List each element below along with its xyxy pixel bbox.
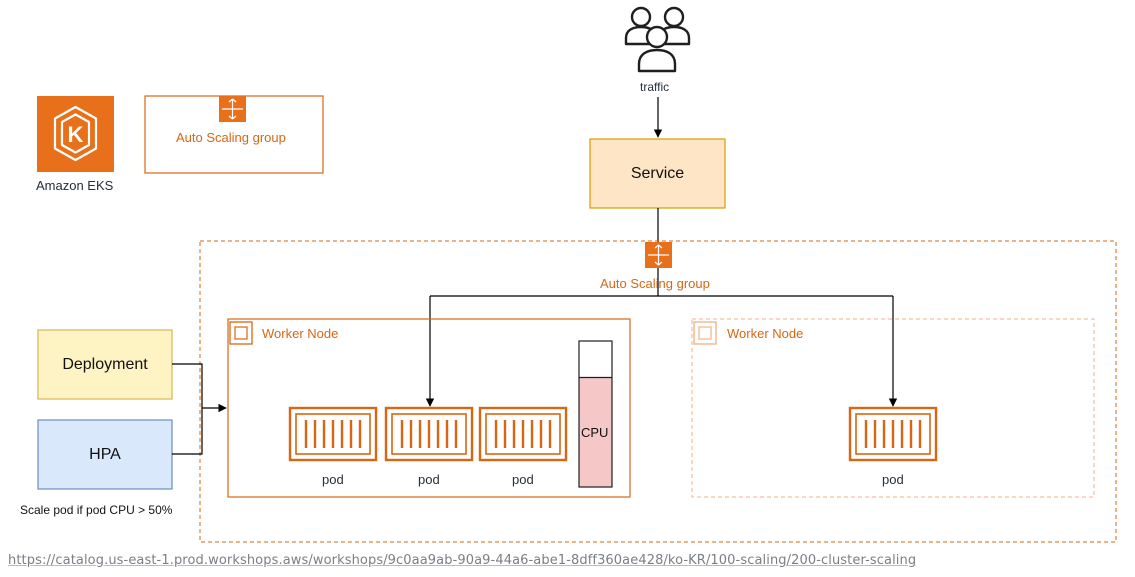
worker-node-1-chip-icon (229, 321, 253, 345)
worker-node-1-label: Worker Node (262, 326, 339, 341)
users-icon (624, 6, 691, 73)
cpu-gauge-frame (578, 340, 613, 488)
hpa-note: Scale pod if pod CPU > 50% (20, 503, 173, 517)
cluster-asg-box (199, 240, 1117, 543)
deployment-box (37, 329, 173, 400)
worker-node-2-chip-icon (693, 321, 717, 345)
worker-node-2-box (691, 318, 1095, 498)
pod-container-icon (288, 406, 378, 462)
cluster-asg-icon (645, 242, 672, 268)
service-label: Service (630, 164, 685, 182)
cpu-gauge-fill (579, 377, 612, 487)
cpu-label: CPU (581, 425, 609, 440)
eks-label: Amazon EKS (36, 178, 114, 193)
pod-container-icon (478, 406, 568, 462)
legend-asg-icon (219, 96, 246, 122)
worker-node-2-label: Worker Node (727, 326, 804, 341)
deployment-hpa-connectors (172, 363, 227, 455)
pod-label: pod (418, 472, 440, 487)
eks-icon: K (37, 96, 114, 172)
deployment-label: Deployment (62, 355, 148, 373)
cpu-gauge (578, 340, 613, 488)
hpa-box (37, 419, 173, 490)
pod-container-icon (848, 406, 938, 462)
pod-container-icon (384, 406, 474, 462)
traffic-distribution-lines (425, 268, 898, 407)
pod-label: pod (512, 472, 534, 487)
legend-asg-label: Auto Scaling group (176, 130, 286, 145)
svg-text:K: K (68, 122, 84, 147)
pod-label: pod (322, 472, 344, 487)
source-url-link[interactable]: https://catalog.us-east-1.prod.workshops… (8, 553, 917, 568)
service-box (589, 138, 726, 209)
pod-label: pod (882, 472, 904, 487)
worker-node-1-box (227, 318, 631, 498)
traffic-label: traffic (640, 80, 670, 94)
hpa-label: HPA (89, 445, 121, 463)
cluster-asg-label: Auto Scaling group (600, 276, 710, 291)
